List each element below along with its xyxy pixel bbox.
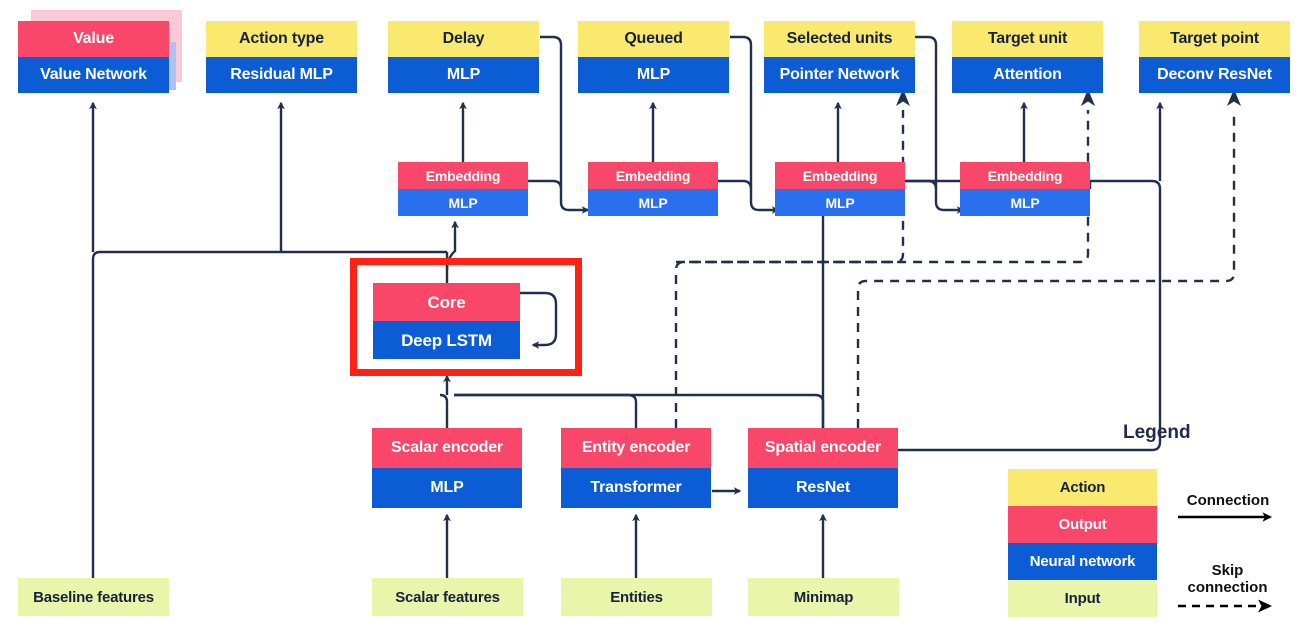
encoder-scalar[interactable]: Scalar encoder MLP (372, 428, 522, 508)
embedding-delay-label: Embedding (398, 162, 528, 189)
head-target-unit[interactable]: Target unit Attention (952, 21, 1103, 93)
head-delay-network-label: MLP (388, 57, 539, 93)
head-target-point-network-label: Deconv ResNet (1139, 57, 1290, 93)
encoder-spatial-label: Spatial encoder (748, 428, 898, 468)
head-delay[interactable]: Delay MLP (388, 21, 539, 93)
head-value[interactable]: Value Value Network (18, 21, 169, 93)
head-target-unit-network-label: Attention (952, 57, 1103, 93)
head-value-output-label: Value (18, 21, 169, 57)
encoder-entity[interactable]: Entity encoder Transformer (561, 428, 711, 508)
encoder-scalar-label: Scalar encoder (372, 428, 522, 468)
head-action-type-label: Action type (206, 21, 357, 57)
embedding-selected-units[interactable]: Embedding MLP (775, 162, 905, 216)
input-entities[interactable]: Entities (561, 578, 712, 616)
head-queued-network-label: MLP (578, 57, 729, 93)
head-target-unit-label: Target unit (952, 21, 1103, 57)
embedding-selected-units-network-label: MLP (775, 189, 905, 216)
encoder-spatial-network-label: ResNet (748, 468, 898, 508)
encoder-entity-label: Entity encoder (561, 428, 711, 468)
embedding-target-unit-label: Embedding (960, 162, 1090, 189)
embedding-target-unit[interactable]: Embedding MLP (960, 162, 1090, 216)
head-delay-label: Delay (388, 21, 539, 57)
encoder-spatial[interactable]: Spatial encoder ResNet (748, 428, 898, 508)
input-baseline-features[interactable]: Baseline features (18, 578, 169, 616)
embedding-selected-units-label: Embedding (775, 162, 905, 189)
legend-action-swatch: Action (1008, 469, 1157, 506)
legend-connection-label: Connection (1186, 492, 1270, 509)
embedding-queued-label: Embedding (588, 162, 718, 189)
head-queued-label: Queued (578, 21, 729, 57)
head-action-type[interactable]: Action type Residual MLP (206, 21, 357, 93)
legend-swatch-group: Action Output Neural network Input (1008, 469, 1157, 617)
head-queued[interactable]: Queued MLP (578, 21, 729, 93)
core-label: Core (373, 283, 520, 321)
encoder-entity-network-label: Transformer (561, 468, 711, 508)
embedding-queued[interactable]: Embedding MLP (588, 162, 718, 216)
head-value-network-label: Value Network (18, 57, 169, 93)
embedding-target-unit-network-label: MLP (960, 189, 1090, 216)
core-module[interactable]: Core Deep LSTM (373, 283, 520, 359)
legend-input-swatch: Input (1008, 580, 1157, 617)
embedding-queued-network-label: MLP (588, 189, 718, 216)
head-selected-units-network-label: Pointer Network (764, 57, 915, 93)
embedding-delay-network-label: MLP (398, 189, 528, 216)
legend-neural-network-swatch: Neural network (1008, 543, 1157, 580)
head-target-point[interactable]: Target point Deconv ResNet (1139, 21, 1290, 93)
core-highlight-frame (350, 258, 582, 376)
legend-skip-connection-arrow (1178, 599, 1272, 613)
head-action-type-network-label: Residual MLP (206, 57, 357, 93)
head-selected-units[interactable]: Selected units Pointer Network (764, 21, 915, 93)
head-target-point-label: Target point (1139, 21, 1290, 57)
legend-output-swatch: Output (1008, 506, 1157, 543)
head-selected-units-label: Selected units (764, 21, 915, 57)
encoder-scalar-network-label: MLP (372, 468, 522, 508)
legend-title: Legend (1123, 422, 1191, 443)
embedding-delay[interactable]: Embedding MLP (398, 162, 528, 216)
input-scalar-features[interactable]: Scalar features (372, 578, 523, 616)
input-minimap[interactable]: Minimap (748, 578, 899, 616)
core-network-label: Deep LSTM (373, 321, 520, 359)
